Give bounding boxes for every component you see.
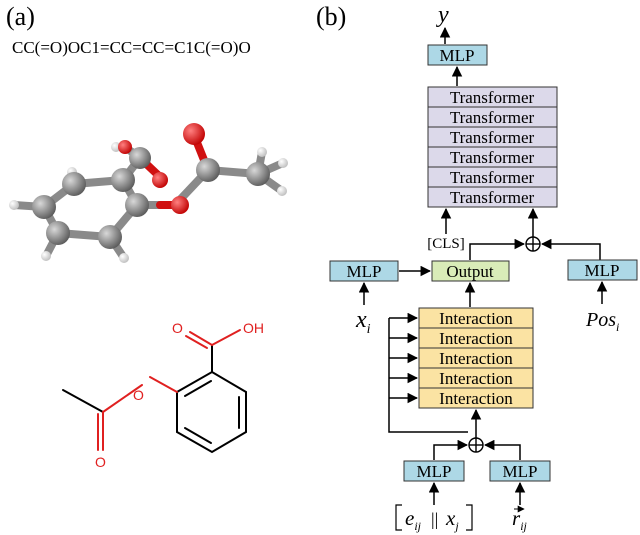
top-mlp-box <box>427 44 488 66</box>
transformer-label-4: Transformer <box>450 148 535 167</box>
transformer-label-1: Transformer <box>450 88 535 107</box>
atom-o-carbonyl: O <box>95 454 106 470</box>
molecule-2d-structure: O OH O O <box>62 320 264 470</box>
interaction-label-1: Interaction <box>439 309 513 328</box>
smiles-string: CC(=O)OC1=CC=CC=C1C(=O)O <box>12 38 251 57</box>
bottom-left-mlp-box <box>403 460 465 482</box>
edge-node-concat-input: eij || xj <box>395 504 473 533</box>
left-mlp-box <box>329 260 399 282</box>
panel-b-label: (b) <box>316 2 346 31</box>
right-mlp-label: MLP <box>585 261 620 280</box>
interaction-label-3: Interaction <box>439 349 513 368</box>
sum-node-bottom <box>468 437 484 453</box>
svg-text:||: || <box>431 509 438 529</box>
svg-text:eij: eij <box>405 506 422 533</box>
atom-oh: OH <box>243 320 264 336</box>
transformer-label-2: Transformer <box>450 108 535 127</box>
bottom-left-mlp-label: MLP <box>417 462 452 481</box>
distance-vector-input: rij <box>512 505 528 533</box>
transformer-label-5: Transformer <box>450 168 535 187</box>
atom-o-carboxyl: O <box>172 320 183 336</box>
output-box <box>431 260 510 282</box>
bottom-right-mlp-label: MLP <box>503 462 538 481</box>
top-mlp-label: MLP <box>440 46 475 65</box>
interaction-label-5: Interaction <box>439 389 513 408</box>
transformer-label-6: Transformer <box>450 188 535 207</box>
interaction-feeds <box>388 312 468 433</box>
pos-i-symbol: Posi <box>585 309 619 334</box>
right-mlp-box <box>567 259 638 281</box>
bottom-right-mlp-box <box>489 460 551 482</box>
sum-node-top <box>525 236 541 252</box>
svg-text:xj: xj <box>445 506 459 533</box>
interaction-label-2: Interaction <box>439 329 513 348</box>
transformer-stack: Transformer Transformer Transformer Tran… <box>427 86 558 208</box>
left-mlp-label: MLP <box>347 262 382 281</box>
x-i-symbol: xi <box>355 307 371 337</box>
interaction-stack: Interaction Interaction Interaction Inte… <box>418 307 534 409</box>
panel-a-label: (a) <box>6 2 35 31</box>
transformer-label-3: Transformer <box>450 128 535 147</box>
molecule-3d-model <box>9 123 288 263</box>
svg-text:rij: rij <box>512 506 528 533</box>
output-label: Output <box>446 262 494 281</box>
interaction-label-4: Interaction <box>439 369 513 388</box>
output-y: y <box>436 2 449 28</box>
atom-o-ester: O <box>133 387 144 403</box>
cls-token-label: [CLS] <box>427 236 465 252</box>
